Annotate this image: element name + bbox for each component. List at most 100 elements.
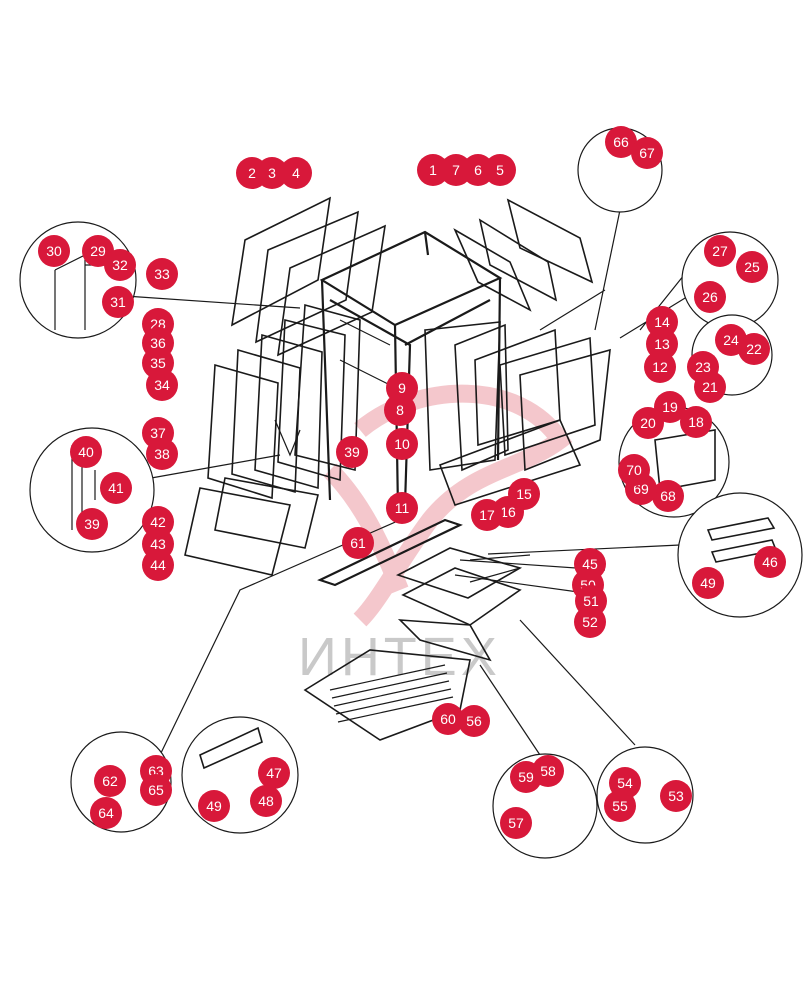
- callout-65: 65: [140, 774, 172, 806]
- right-panes-group: [453, 198, 594, 312]
- svg-text:51: 51: [583, 593, 599, 609]
- svg-text:60: 60: [440, 711, 456, 727]
- callout-5: 5: [484, 154, 516, 186]
- svg-text:22: 22: [746, 341, 762, 357]
- callout-14: 14: [646, 306, 678, 338]
- svg-text:2: 2: [248, 165, 256, 181]
- svg-text:66: 66: [613, 134, 629, 150]
- watermark-text: ИНТЕХ: [298, 627, 501, 687]
- svg-text:49: 49: [206, 798, 222, 814]
- callout-3: 3: [256, 157, 288, 189]
- svg-text:21: 21: [702, 379, 718, 395]
- svg-text:41: 41: [108, 480, 124, 496]
- callout-39b: 39: [76, 508, 108, 540]
- floor-group: [303, 518, 531, 741]
- svg-text:38: 38: [154, 446, 170, 462]
- callout-25: 25: [736, 251, 768, 283]
- svg-text:59: 59: [518, 769, 534, 785]
- svg-text:10: 10: [394, 436, 410, 452]
- svg-text:13: 13: [654, 336, 670, 352]
- svg-text:9: 9: [398, 380, 406, 396]
- callout-68: 68: [652, 480, 684, 512]
- callout-38: 38: [146, 438, 178, 470]
- callout-17: 17: [471, 499, 503, 531]
- svg-text:27: 27: [712, 243, 728, 259]
- left-door-group: [207, 303, 361, 500]
- callout-44: 44: [142, 549, 174, 581]
- svg-text:48: 48: [258, 793, 274, 809]
- svg-text:58: 58: [540, 763, 556, 779]
- svg-text:23: 23: [695, 359, 711, 375]
- svg-text:20: 20: [640, 415, 656, 431]
- callout-6: 6: [462, 154, 494, 186]
- svg-text:54: 54: [617, 775, 633, 791]
- svg-text:33: 33: [154, 266, 170, 282]
- callout-46: 46: [754, 546, 786, 578]
- svg-text:16: 16: [500, 504, 516, 520]
- svg-text:18: 18: [688, 414, 704, 430]
- callout-19: 19: [654, 391, 686, 423]
- svg-text:40: 40: [78, 444, 94, 460]
- callout-31: 31: [102, 286, 134, 318]
- callout-18: 18: [680, 406, 712, 438]
- svg-text:42: 42: [150, 514, 166, 530]
- svg-text:35: 35: [150, 355, 166, 371]
- svg-text:49: 49: [700, 575, 716, 591]
- lower-panes-group: [184, 477, 319, 576]
- svg-text:57: 57: [508, 815, 524, 831]
- svg-text:15: 15: [516, 486, 532, 502]
- callout-32: 32: [104, 249, 136, 281]
- svg-text:37: 37: [150, 425, 166, 441]
- svg-text:24: 24: [723, 332, 739, 348]
- callout-57: 57: [500, 807, 532, 839]
- svg-text:47: 47: [266, 765, 282, 781]
- callout-49b: 49: [692, 567, 724, 599]
- svg-text:43: 43: [150, 536, 166, 552]
- svg-text:45: 45: [582, 556, 598, 572]
- svg-text:3: 3: [268, 165, 276, 181]
- callout-52: 52: [574, 606, 606, 638]
- svg-text:55: 55: [612, 798, 628, 814]
- callout-33: 33: [146, 258, 178, 290]
- callout-48: 48: [250, 785, 282, 817]
- svg-text:52: 52: [582, 614, 598, 630]
- svg-text:29: 29: [90, 243, 106, 259]
- svg-text:7: 7: [452, 162, 460, 178]
- svg-text:12: 12: [652, 359, 668, 375]
- callout-13: 13: [646, 328, 678, 360]
- svg-text:64: 64: [98, 805, 114, 821]
- callout-9: 9: [386, 372, 418, 404]
- svg-text:14: 14: [654, 314, 670, 330]
- svg-text:34: 34: [154, 377, 170, 393]
- callout-1: 1: [417, 154, 449, 186]
- callout-10: 10: [386, 428, 418, 460]
- svg-text:56: 56: [466, 713, 482, 729]
- callout-39a: 39: [336, 436, 368, 468]
- callout-62: 62: [94, 765, 126, 797]
- callout-4: 4: [280, 157, 312, 189]
- svg-text:31: 31: [110, 294, 126, 310]
- callout-27: 27: [704, 235, 736, 267]
- svg-text:46: 46: [762, 554, 778, 570]
- callout-36: 36: [142, 327, 174, 359]
- cab-frame: [319, 230, 611, 511]
- callout-53: 53: [660, 780, 692, 812]
- callout-7: 7: [440, 154, 472, 186]
- svg-text:67: 67: [639, 145, 655, 161]
- svg-text:1: 1: [429, 162, 437, 178]
- detail-circle-latch: [29, 427, 155, 553]
- svg-text:5: 5: [496, 162, 504, 178]
- svg-text:36: 36: [150, 335, 166, 351]
- callout-49a: 49: [198, 790, 230, 822]
- svg-text:17: 17: [479, 507, 495, 523]
- callout-61: 61: [342, 527, 374, 559]
- callout-64: 64: [90, 797, 122, 829]
- svg-text:61: 61: [350, 535, 366, 551]
- svg-text:39: 39: [344, 444, 360, 460]
- callout-20: 20: [632, 407, 664, 439]
- svg-text:44: 44: [150, 557, 166, 573]
- svg-text:70: 70: [626, 462, 642, 478]
- callout-26: 26: [694, 281, 726, 313]
- svg-text:39: 39: [84, 516, 100, 532]
